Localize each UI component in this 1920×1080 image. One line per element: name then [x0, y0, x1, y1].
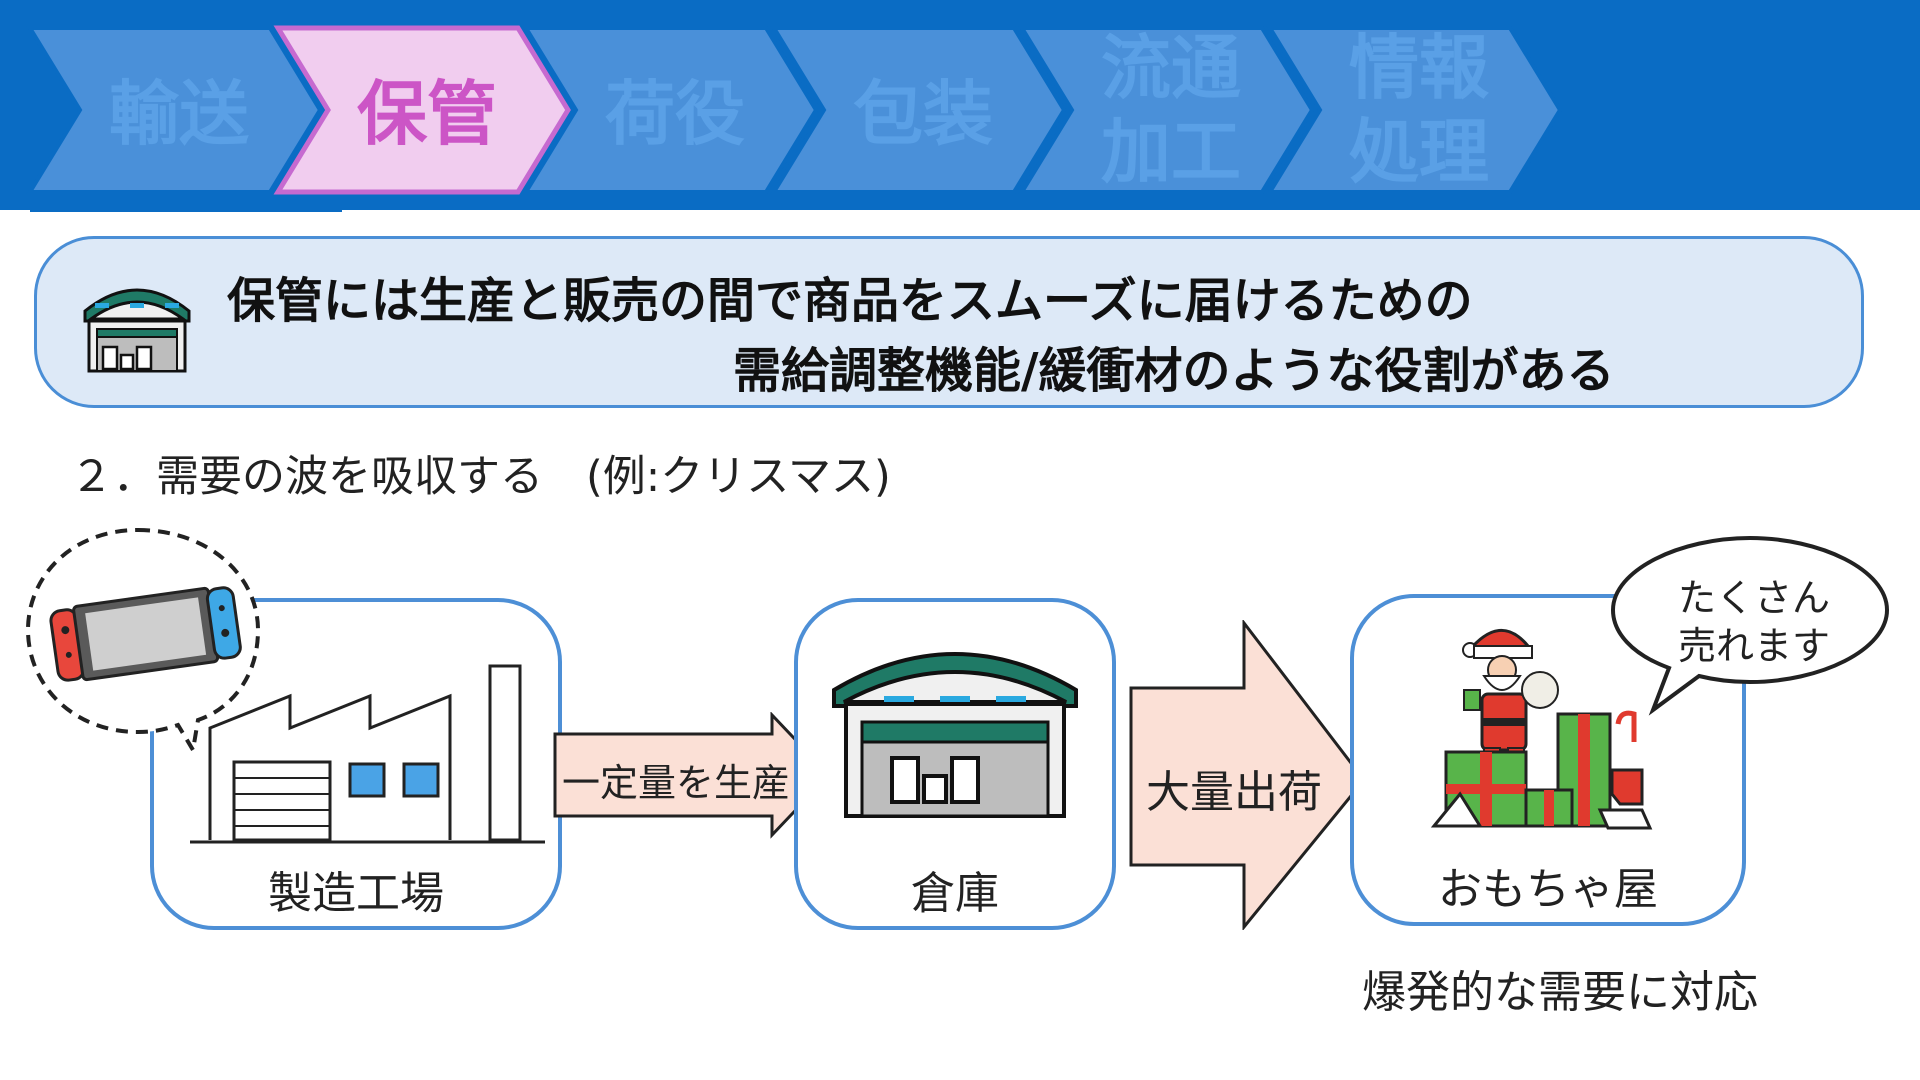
warehouse-box: 倉庫 [794, 598, 1116, 930]
shipment-arrow [1129, 620, 1366, 930]
process-step-1 [26, 26, 323, 194]
warehouse-icon [832, 652, 1078, 818]
toy-store-box: おもちゃ屋 [1350, 594, 1746, 926]
process-step-5 [1018, 26, 1315, 194]
warehouse-label: 倉庫 [911, 868, 999, 919]
process-step-label: 加工 [1101, 111, 1241, 193]
process-step-label: 荷役 [605, 73, 745, 155]
process-banner: 輸送 保管 荷役 包装 流通加工 情報処理 [0, 0, 1920, 210]
production-arrow-label: 一定量を生産 [562, 761, 791, 805]
speech-bubble [1610, 535, 1890, 716]
process-step-label: 輸送 [109, 73, 249, 155]
santa-gifts-icon [1430, 629, 1653, 830]
summary-line-2: 需給調整機能/緩衝材のような役割がある [733, 343, 1615, 399]
process-step-label: 情報 [1349, 27, 1489, 109]
process-step-3 [522, 26, 819, 194]
process-step-label: 処理 [1349, 111, 1489, 193]
bottom-note: 爆発的な需要に対応 [1362, 967, 1758, 1018]
process-step-label: 保管 [357, 73, 497, 155]
process-step-label: 流通 [1101, 27, 1241, 109]
speech-line-2: 売れます [1678, 624, 1831, 668]
process-step-6 [1266, 26, 1563, 194]
factory-icon [190, 664, 545, 844]
process-step-2-active [273, 25, 571, 195]
thought-bubble [25, 527, 261, 756]
speech-bubble-text: たくさん 売れます [1678, 574, 1830, 670]
section-heading: ２．需要の波を吸収する (例:クリスマス) [70, 452, 891, 502]
toy-store-label: おもちゃ屋 [1438, 864, 1658, 915]
summary-box: 保管には生産と販売の間で商品をスムーズに届けるための 需給調整機能/緩衝材のよう… [34, 236, 1864, 408]
warehouse-icon [83, 288, 191, 373]
summary-line-1: 保管には生産と販売の間で商品をスムーズに届けるための [227, 273, 1473, 329]
game-console-icon [49, 586, 242, 682]
process-step-label: 包装 [853, 73, 993, 155]
shipment-arrow-label: 大量出荷 [1146, 767, 1322, 818]
factory-label: 製造工場 [268, 868, 444, 919]
speech-line-1: たくさん [1678, 576, 1831, 620]
banner-underline [30, 209, 342, 212]
process-step-4 [770, 26, 1067, 194]
